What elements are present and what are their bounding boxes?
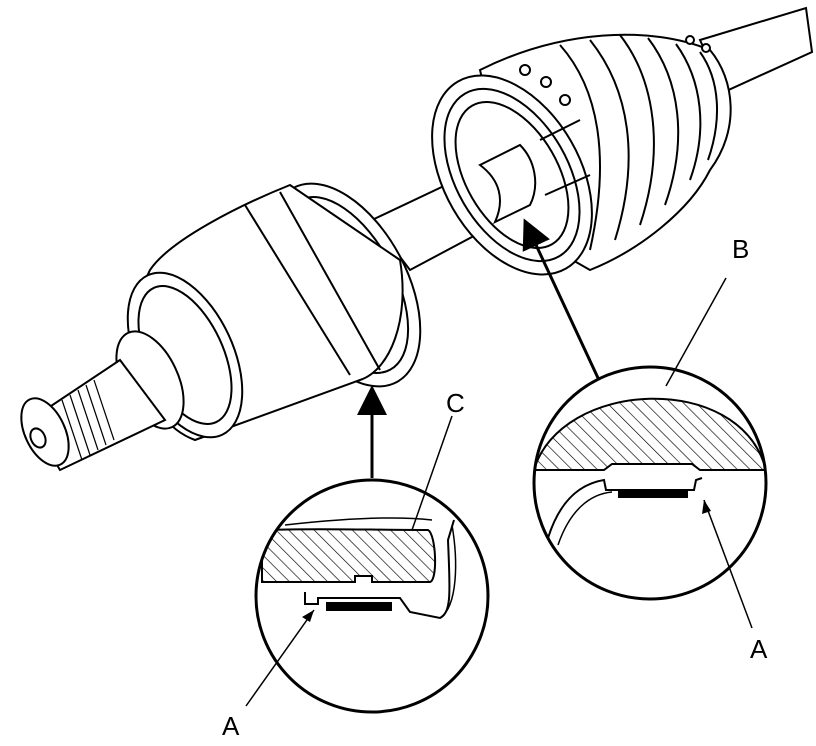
leader-arrowheads: [302, 500, 711, 622]
right-arrow: [522, 218, 600, 379]
left-hatched-section: [261, 528, 436, 583]
callout-a-right: A: [750, 634, 768, 664]
right-band-clamp: [618, 489, 688, 498]
right-hatched-section: [534, 397, 766, 471]
detail-circle-left: [254, 478, 490, 714]
callout-c: C: [446, 388, 465, 418]
callout-b: B: [732, 234, 749, 264]
callout-a-left: A: [222, 711, 240, 741]
shaft-groove: [478, 119, 591, 225]
splined-stub: [20, 358, 167, 472]
leader-lines: [245, 277, 753, 707]
left-band-clamp: [326, 602, 392, 611]
detail-circle-right: [532, 365, 768, 601]
inner-joint-housing: [115, 182, 422, 442]
